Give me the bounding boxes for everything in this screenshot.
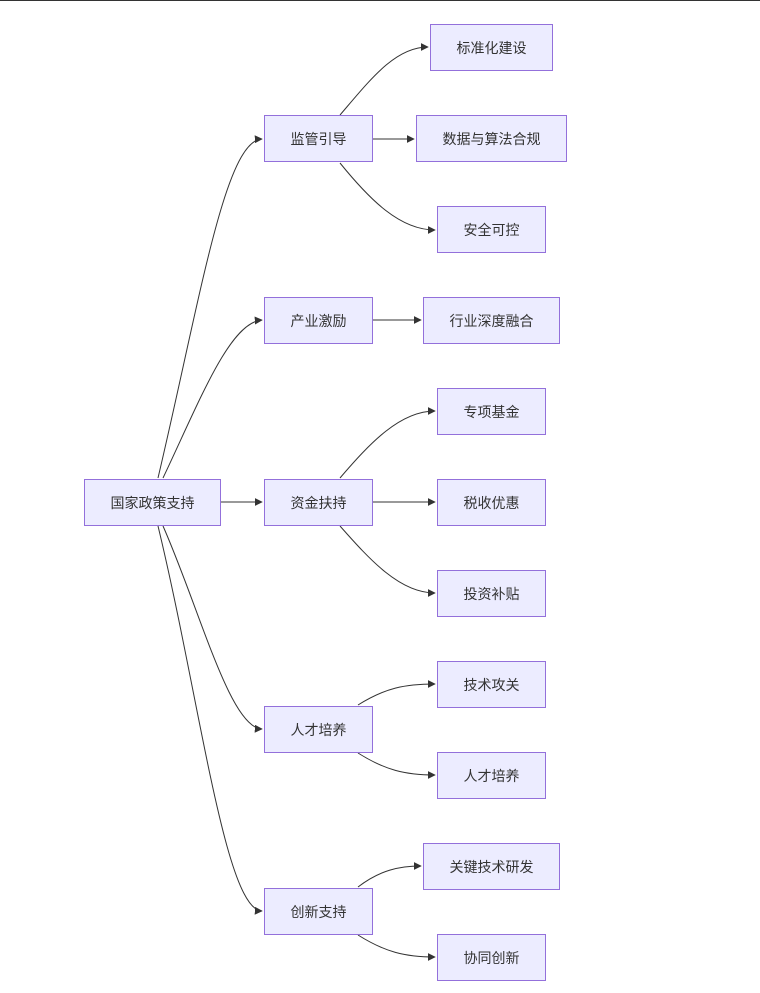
node-b3-child-2: 税收优惠	[437, 479, 546, 526]
node-b1-child-1: 标准化建设	[430, 24, 553, 71]
node-b2-child-1: 行业深度融合	[423, 297, 560, 344]
edge-b5-c1	[357, 862, 422, 888]
node-b3-child-3: 投资补贴	[437, 570, 546, 617]
edge-b4-c2	[357, 752, 436, 779]
edge-b1-c3	[339, 162, 436, 234]
edge-root-branch-1	[157, 135, 263, 479]
edge-root-branch-2	[162, 316, 263, 479]
node-branch-1: 监管引导	[264, 115, 373, 162]
node-branch-5: 创新支持	[264, 888, 373, 935]
top-border-line	[0, 0, 760, 1]
node-branch-4: 人才培养	[264, 706, 373, 753]
node-b1-child-3: 安全可控	[437, 206, 546, 253]
node-branch-2: 产业激励	[264, 297, 373, 344]
node-branch-3: 资金扶持	[264, 479, 373, 526]
edge-root-branch-5	[157, 525, 263, 915]
node-b3-child-1: 专项基金	[437, 388, 546, 435]
node-b4-child-1: 技术攻关	[437, 661, 546, 708]
node-b5-child-2: 协同创新	[437, 934, 546, 981]
edge-b3-c1	[339, 407, 436, 479]
node-b5-child-1: 关键技术研发	[423, 843, 560, 890]
edge-b4-c1	[357, 680, 436, 706]
node-b1-child-2: 数据与算法合规	[416, 115, 567, 162]
edge-b5-c2	[357, 934, 436, 961]
edge-b1-c1	[339, 43, 429, 116]
node-root: 国家政策支持	[84, 479, 221, 526]
edge-root-branch-4	[162, 525, 263, 733]
node-b4-child-2: 人才培养	[437, 752, 546, 799]
edge-b3-c3	[339, 525, 436, 597]
